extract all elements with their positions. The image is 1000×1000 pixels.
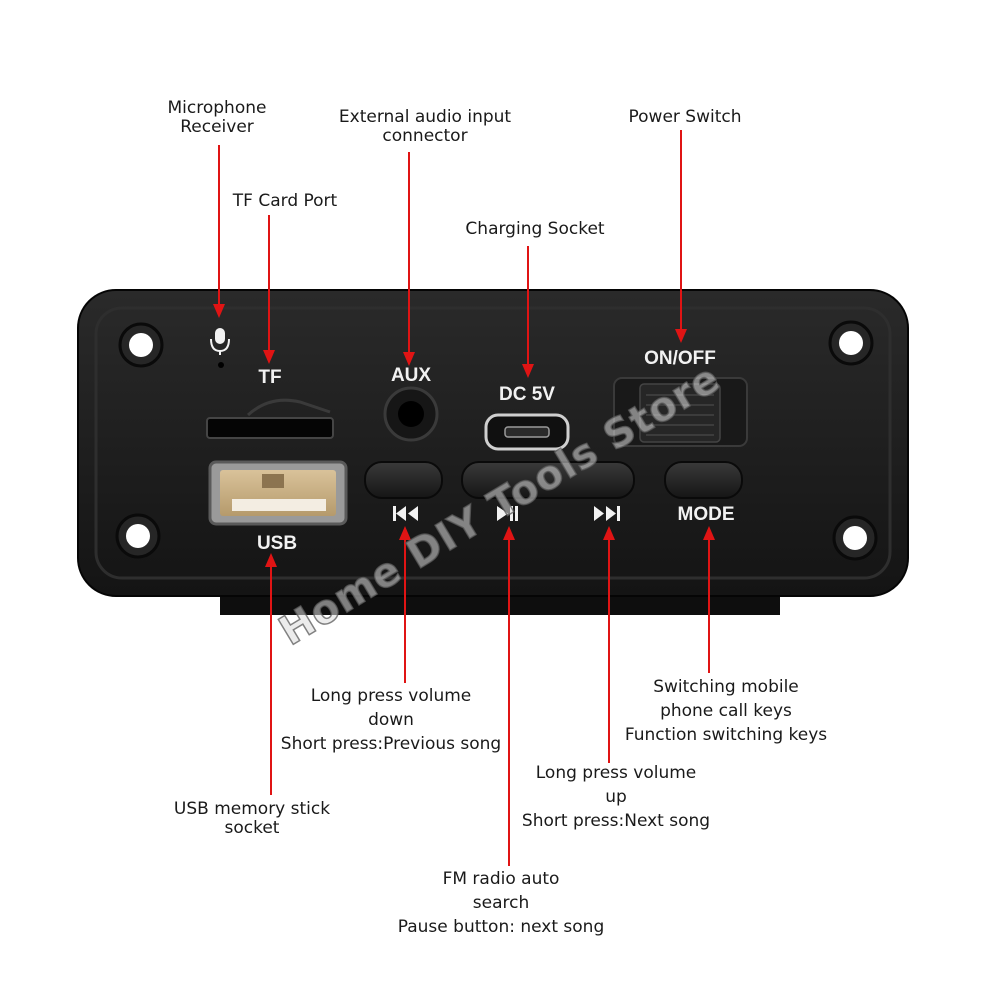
arrow-microphone	[213, 304, 225, 318]
next-track-icon	[594, 506, 620, 521]
callout-line: search	[472, 893, 530, 913]
arrow-next	[603, 526, 615, 540]
usb-a-socket[interactable]	[208, 460, 348, 526]
callout-line: Charging Socket	[465, 219, 605, 239]
callout-line: External audio input	[338, 107, 512, 127]
microphone-icon	[210, 328, 230, 355]
arrow-prev	[399, 526, 411, 540]
arrow-mode	[703, 526, 715, 540]
callout-line: Long press volume	[310, 686, 472, 706]
mode-button[interactable]	[664, 461, 743, 499]
callout-line: Short press:Previous song	[280, 734, 502, 754]
aux-jack[interactable]	[383, 386, 439, 442]
callout-line: Microphone	[167, 98, 267, 118]
arrow-tf	[263, 350, 275, 364]
tf-label: TF	[258, 367, 281, 388]
mounting-hole-top-right	[828, 320, 874, 366]
callout-power-switch: Power Switch	[628, 105, 741, 129]
callout-line: TF Card Port	[232, 191, 338, 211]
arrow-charging	[522, 364, 534, 378]
callout-line: Function switching keys	[624, 725, 828, 745]
previous-button[interactable]	[364, 461, 443, 499]
play-pause-button[interactable]	[461, 461, 635, 499]
mode-label: MODE	[678, 504, 735, 525]
previous-track-icon	[393, 506, 418, 521]
callout-line: Switching mobile	[653, 677, 799, 697]
micro-usb-port[interactable]	[484, 413, 570, 451]
on-off-label: ON/OFF	[644, 348, 716, 369]
callout-line: Long press volume	[535, 763, 697, 783]
dc-label: DC 5V	[499, 384, 555, 405]
callout-line: connector	[382, 126, 468, 146]
callout-line: phone call keys	[660, 701, 792, 721]
callout-line: socket	[224, 818, 280, 838]
callout-tf-port: TF Card Port	[233, 189, 337, 213]
play-pause-icon	[497, 506, 518, 521]
callout-line: FM radio auto	[442, 869, 560, 889]
callout-line: up	[605, 787, 627, 807]
tf-card-slot[interactable]	[206, 398, 334, 439]
callout-line: Receiver	[180, 117, 254, 137]
callout-charging: Charging Socket	[465, 217, 604, 241]
aux-label: AUX	[391, 365, 431, 386]
arrow-power	[675, 329, 687, 343]
mounting-hole-top-left	[118, 322, 164, 368]
callout-line: down	[368, 710, 414, 730]
leader-lines	[213, 130, 715, 866]
mounting-hole-bottom-right	[832, 515, 878, 561]
arrow-usb	[265, 553, 277, 567]
microphone-hole	[218, 362, 224, 368]
arrow-aux	[403, 352, 415, 366]
faceplate-inner	[94, 306, 892, 580]
callout-line: Power Switch	[628, 107, 742, 127]
power-switch[interactable]	[613, 377, 748, 447]
callout-line: Short press:Next song	[521, 811, 711, 831]
callout-line: USB memory stick	[173, 799, 331, 819]
mounting-hole-bottom-left	[115, 513, 161, 559]
callout-line: Pause button: next song	[397, 917, 605, 937]
arrow-play	[503, 526, 515, 540]
usb-label: USB	[257, 533, 297, 554]
